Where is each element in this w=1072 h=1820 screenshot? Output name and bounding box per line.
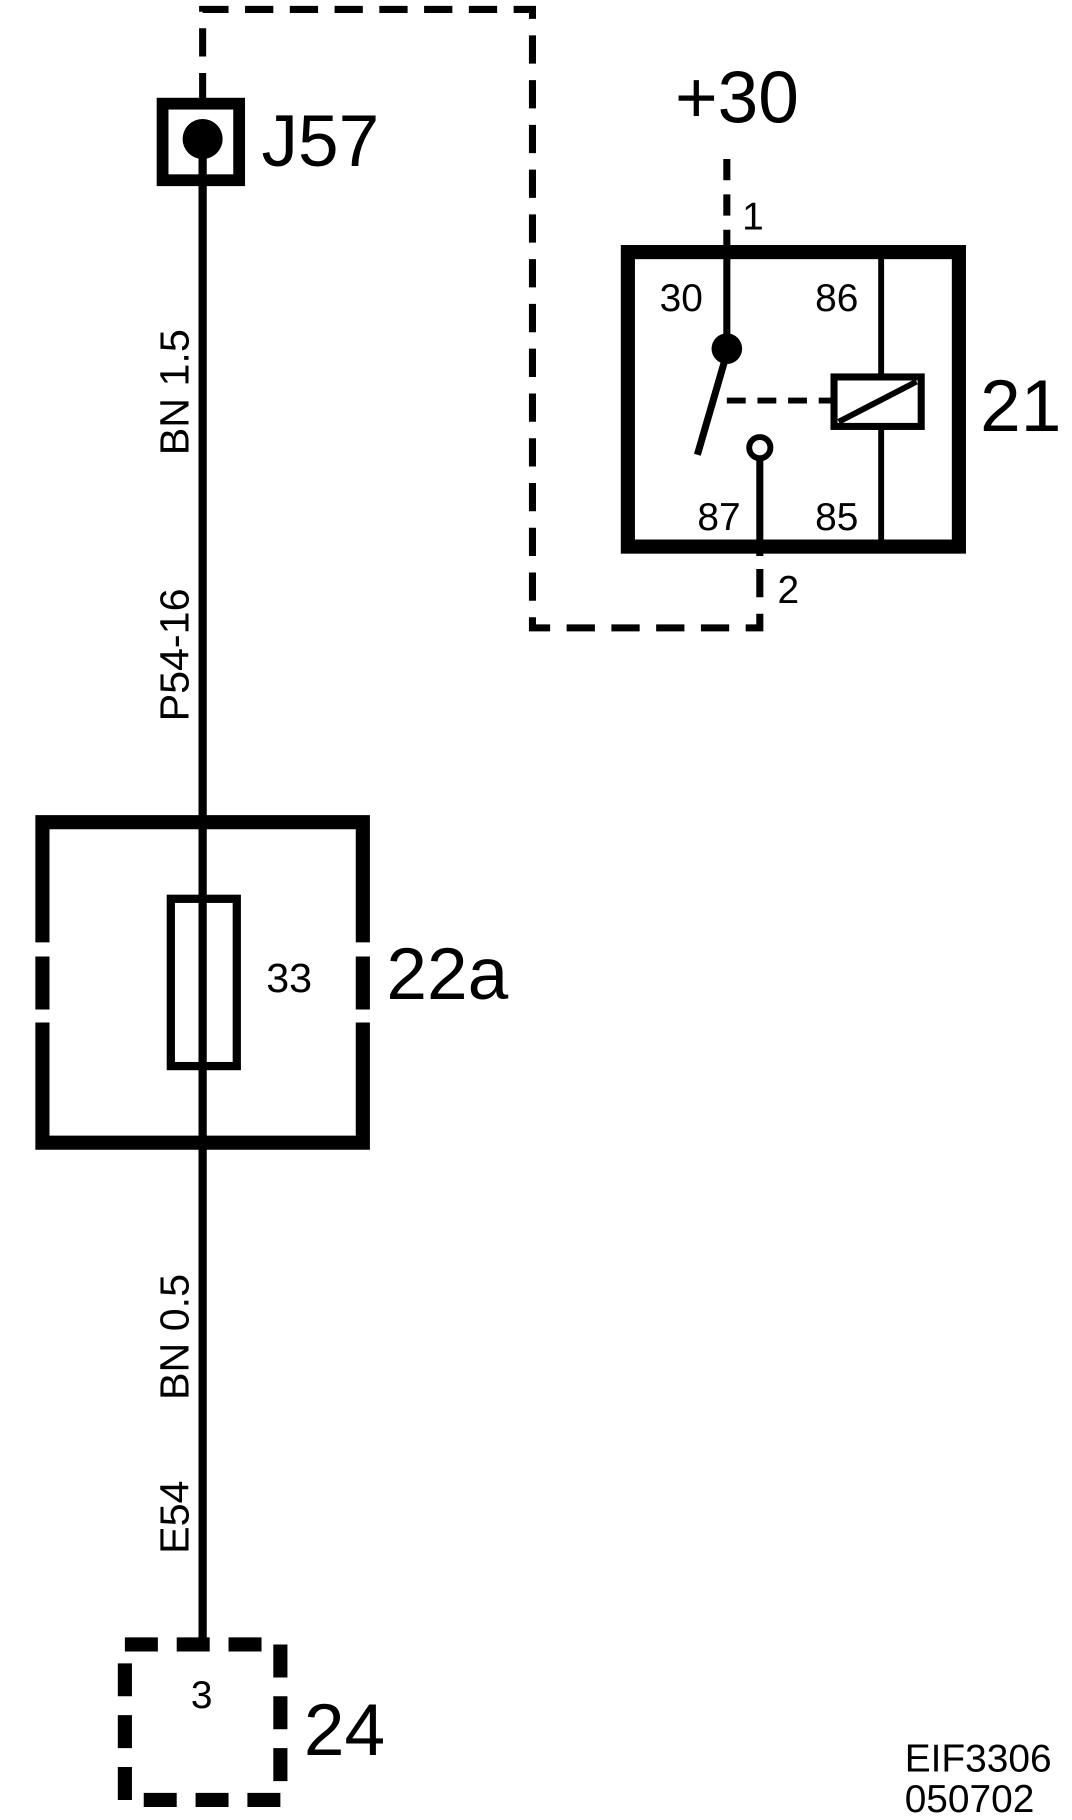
connector-j57-box <box>156 97 246 187</box>
fuse-box-label: 22a <box>386 934 508 1015</box>
wire-upper-circuit: P54-16 <box>151 589 197 722</box>
footer-date: 050702 <box>905 1778 1035 1820</box>
dashed-control-wire <box>199 5 764 632</box>
connector-j57-label: J57 <box>262 101 380 182</box>
connector-24-pin: 3 <box>191 1674 213 1717</box>
relay-terminal-87: 87 <box>697 496 740 539</box>
connector-24-label: 24 <box>304 1690 385 1771</box>
relay-coil-diagonal <box>837 379 918 425</box>
fuse-box-22a: 33 22a <box>35 815 509 1150</box>
wire-lower-color-size: BN 0.5 <box>151 1274 197 1400</box>
relay-terminal-86: 86 <box>815 277 858 320</box>
relay-terminal-30: 30 <box>660 277 703 320</box>
relay-21: +30 1 30 86 87 85 2 21 <box>620 58 1061 612</box>
relay-box <box>620 245 966 554</box>
relay-contact-87 <box>746 434 774 462</box>
relay-switch-arm <box>693 352 731 456</box>
relay-supply-label: +30 <box>675 58 799 139</box>
connector-24-box <box>117 1637 288 1808</box>
relay-pivot-dot <box>711 333 743 364</box>
relay-terminal-85: 85 <box>815 496 858 539</box>
connector-j57-dot <box>182 118 223 160</box>
relay-pin-1: 1 <box>742 196 764 239</box>
connector-j57: J57 <box>156 97 380 187</box>
fuse-box-frame <box>35 815 370 1150</box>
relay-label: 21 <box>980 366 1061 447</box>
wire-lower-circuit: E54 <box>151 1481 197 1554</box>
relay-pin-2: 2 <box>777 569 799 612</box>
footer-code: EIF3306 <box>905 1738 1052 1781</box>
connector-24: 3 24 <box>117 1637 385 1808</box>
fuse-symbol <box>166 894 241 1071</box>
fuse-number: 33 <box>266 955 312 1001</box>
wire-upper-color-size: BN 1.5 <box>151 329 197 455</box>
